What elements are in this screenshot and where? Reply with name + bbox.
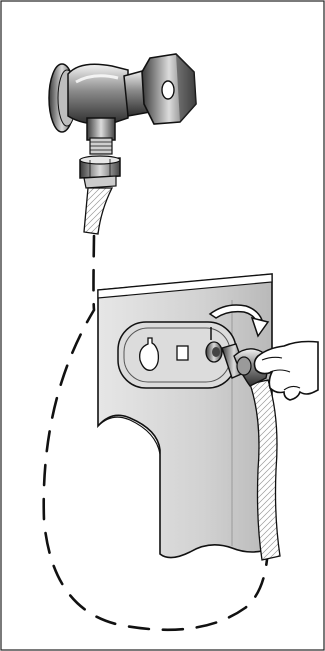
- inlet-hose-icon: [79, 155, 121, 235]
- water-tap-icon: [48, 53, 197, 155]
- hand-icon: [253, 340, 319, 401]
- connection-plate: [117, 321, 237, 389]
- inlet-valve-icon: [205, 341, 223, 363]
- square-slot-icon: [176, 345, 189, 361]
- machine-back-panel-icon: [97, 273, 273, 559]
- keyhole-icon: [139, 337, 160, 371]
- hose-routing-path: [42, 234, 270, 632]
- tap-thread: [89, 137, 113, 155]
- tighten-arrow-icon: [208, 304, 270, 338]
- tap-handle: [141, 53, 197, 125]
